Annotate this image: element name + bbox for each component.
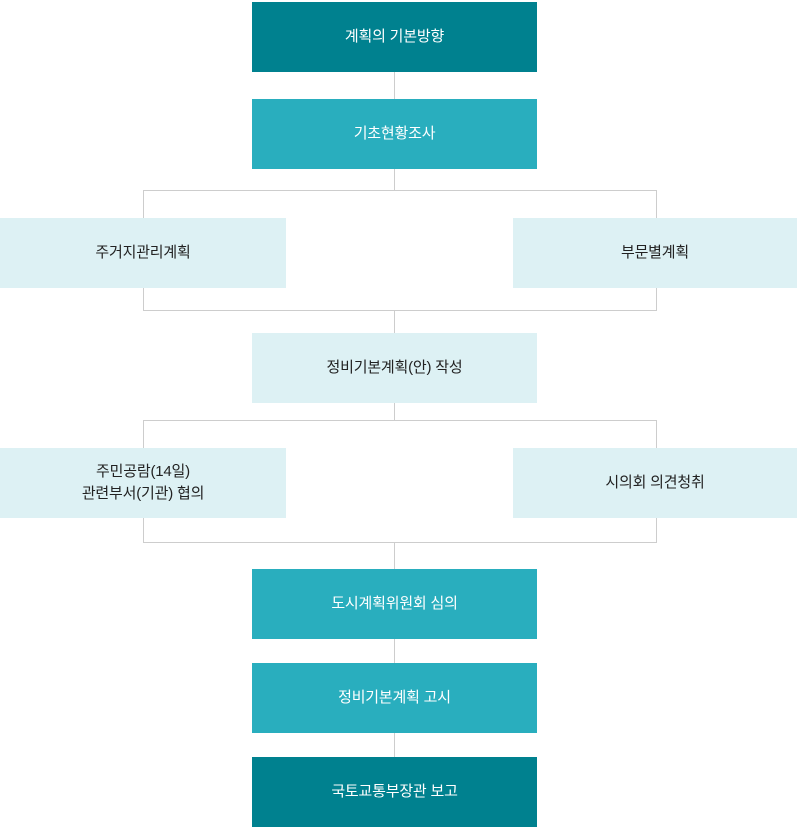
connector-n5-branch-stem — [394, 402, 395, 420]
connector-branch1-left-drop — [143, 190, 144, 218]
connector-branch1-right-drop — [656, 190, 657, 218]
flow-node-basic-survey[interactable]: 기초현황조사 — [252, 99, 537, 169]
flow-node-label: 기초현황조사 — [353, 125, 436, 143]
flow-node-label: 정비기본계획(안) 작성 — [326, 359, 463, 377]
flow-node-label: 정비기본계획 고시 — [338, 689, 451, 707]
flow-node-plan-announcement[interactable]: 정비기본계획 고시 — [252, 663, 537, 733]
connector-merge1-bus — [143, 310, 657, 311]
flow-node-draft-maintenance-plan[interactable]: 정비기본계획(안) 작성 — [252, 333, 537, 403]
connector-n9-n10 — [394, 733, 395, 757]
connector-merge1-left-rise — [143, 288, 144, 310]
flow-node-public-inspection-and-consultation[interactable]: 주민공람(14일) 관련부서(기관) 협의 — [0, 448, 286, 518]
connector-merge2-bus — [143, 542, 657, 543]
connector-merge2-left-rise — [143, 518, 144, 542]
flow-node-label: 국토교통부장관 보고 — [331, 783, 458, 801]
connector-branch2-right-drop — [656, 420, 657, 448]
connector-branch2-bus — [143, 420, 657, 421]
connector-n1-n2 — [394, 72, 395, 100]
connector-n2-branch-stem — [394, 168, 395, 190]
flow-node-label: 도시계획위원회 심의 — [331, 595, 458, 613]
flow-node-label: 시의회 의견청취 — [605, 474, 705, 492]
flow-node-sectoral-plan[interactable]: 부문별계획 — [513, 218, 797, 288]
flow-node-city-council-opinion[interactable]: 시의회 의견청취 — [513, 448, 797, 518]
connector-merge2-to-n8 — [394, 542, 395, 570]
connector-merge1-right-rise — [656, 288, 657, 310]
flow-node-label: 부문별계획 — [620, 244, 689, 262]
flow-node-plan-basic-direction[interactable]: 계획의 기본방향 — [252, 2, 537, 72]
flow-node-urban-planning-committee-review[interactable]: 도시계획위원회 심의 — [252, 569, 537, 639]
connector-n8-n9 — [394, 639, 395, 663]
flow-node-label: 계획의 기본방향 — [344, 28, 445, 46]
flow-node-residential-management-plan[interactable]: 주거지관리계획 — [0, 218, 286, 288]
connector-branch2-left-drop — [143, 420, 144, 448]
flow-node-label: 주거지관리계획 — [95, 244, 191, 262]
connector-branch1-bus — [143, 190, 657, 191]
connector-merge2-right-rise — [656, 518, 657, 542]
connector-merge1-to-n5 — [394, 310, 395, 333]
flow-node-report-to-minister[interactable]: 국토교통부장관 보고 — [252, 757, 537, 827]
flow-node-label: 주민공람(14일) 관련부서(기관) 협의 — [81, 463, 205, 502]
